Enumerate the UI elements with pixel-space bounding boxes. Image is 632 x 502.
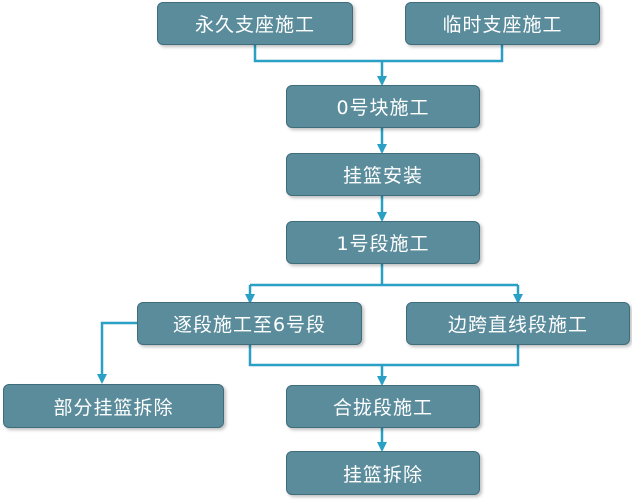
merge-line-bottom (248, 345, 520, 367)
node-segment-1: 1号段施工 (286, 221, 480, 264)
node-block-0: 0号块施工 (286, 85, 480, 128)
arrow-to-partial-removal (97, 321, 137, 384)
node-segment-by-segment: 逐段施工至6号段 (137, 302, 362, 345)
node-closure-segment: 合拢段施工 (286, 385, 480, 428)
node-permanent-support: 永久支座施工 (157, 2, 353, 45)
node-partial-basket-removal: 部分挂篮拆除 (3, 384, 224, 428)
node-basket-removal: 挂篮拆除 (286, 451, 480, 495)
node-hanging-basket-install: 挂篮安装 (286, 153, 480, 196)
merge-line-top (253, 45, 504, 63)
node-side-span-straight: 边跨直线段施工 (406, 302, 630, 345)
node-temporary-support: 临时支座施工 (405, 2, 600, 45)
